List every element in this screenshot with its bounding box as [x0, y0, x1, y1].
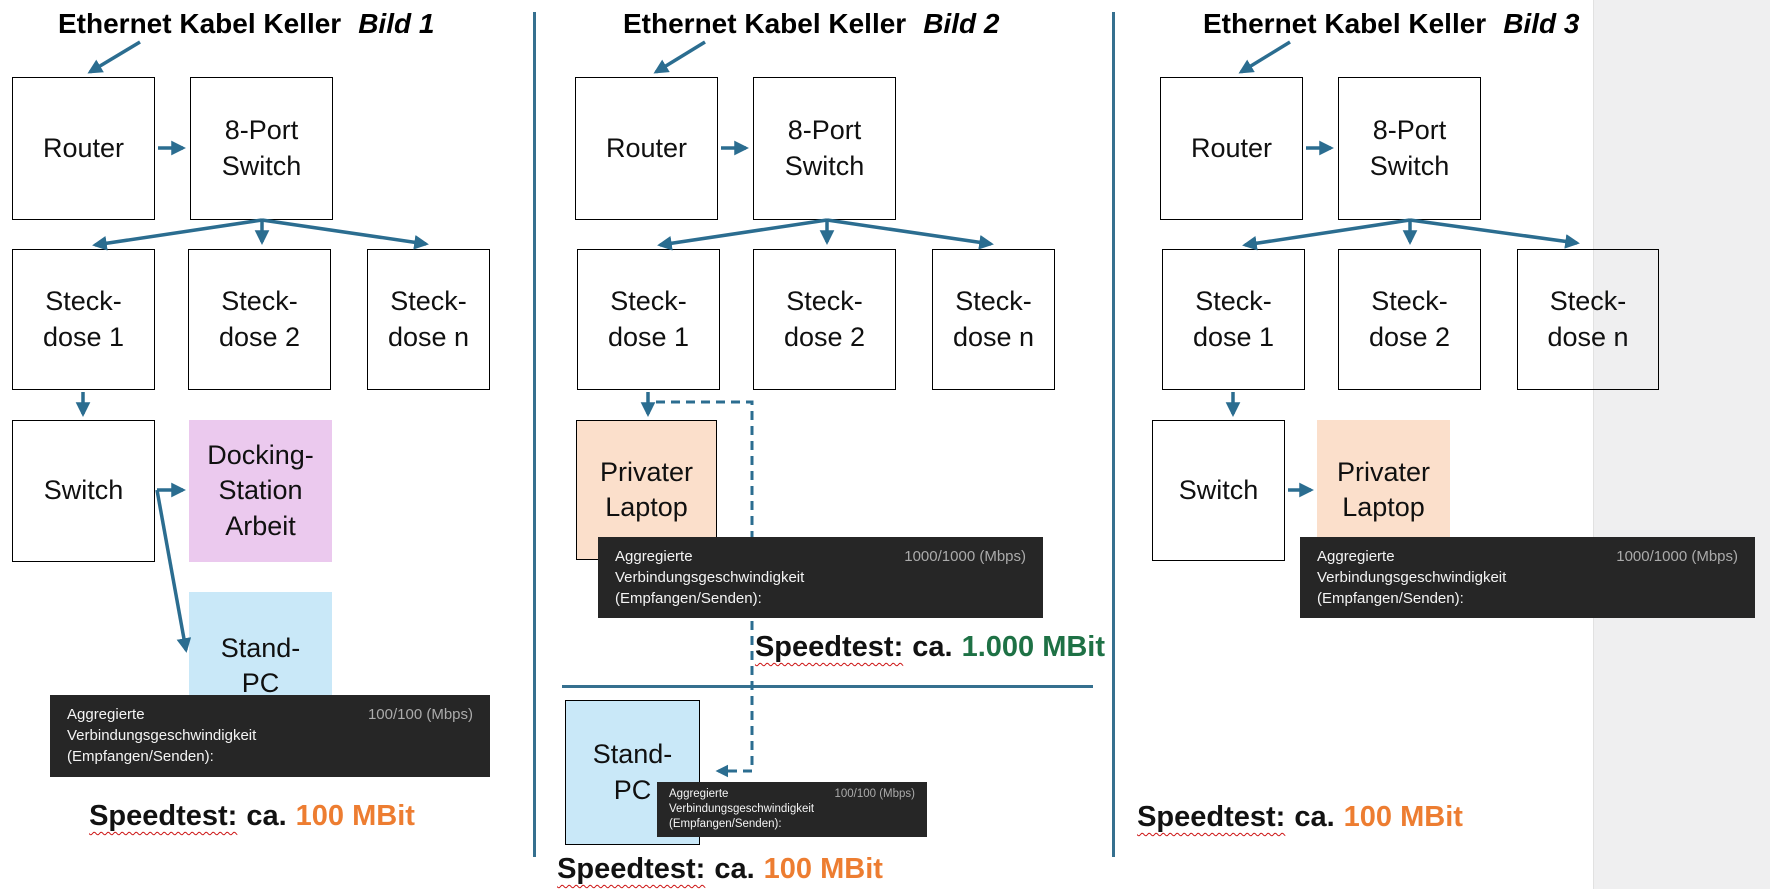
- p2-tooltip-top-value: 1000/1000 (Mbps): [904, 548, 1026, 565]
- panel3-bild-label: Bild 3: [1503, 8, 1580, 39]
- p2-speedtest-top-value: 1.000 MBit: [961, 631, 1106, 663]
- panel1-title-text: Ethernet Kabel Keller: [58, 8, 342, 39]
- p1-steckdose2-box: Steck- dose 2: [188, 249, 331, 390]
- panel-divider-2: [1112, 12, 1115, 857]
- panel3-title: Ethernet Kabel Keller Bild 3: [1203, 8, 1579, 40]
- p1-title-arrow: [87, 40, 141, 74]
- p3-steckdose-n-box: Steck- dose n: [1517, 249, 1659, 390]
- p1-network-speed-tooltip: Aggregierte Verbindungsgeschwindigkeit (…: [50, 695, 490, 777]
- p1-speedtest-word: Speedtest:: [89, 800, 238, 832]
- panel1-title: Ethernet Kabel Keller Bild 1: [58, 8, 434, 40]
- p1-tooltip-value: 100/100 (Mbps): [367, 706, 473, 723]
- p3-steckdose2-box: Steck- dose 2: [1338, 249, 1481, 390]
- p1-steckdose-n-box: Steck- dose n: [367, 249, 490, 390]
- p1-speedtest-line: Speedtest:ca.100 MBit: [42, 800, 462, 833]
- p1-steckdose1-box: Steck- dose 1: [12, 249, 155, 390]
- panel2-bild-label: Bild 2: [923, 8, 1000, 39]
- p2-tooltip-bottom-value: 100/100 (Mbps): [834, 788, 915, 800]
- p1-switch8-to-steck1-arrow: [92, 218, 263, 251]
- p3-speedtest-line: Speedtest:ca.100 MBit: [1098, 801, 1502, 834]
- p2-speedtest-bottom-word: Speedtest:: [557, 853, 706, 885]
- p3-speedtest-ca: ca.: [1294, 801, 1335, 833]
- p2-steckdose-n-box: Steck- dose n: [932, 249, 1055, 390]
- panel2-title-text: Ethernet Kabel Keller: [623, 8, 907, 39]
- p3-privater-laptop-box: Privater Laptop: [1317, 420, 1450, 560]
- p3-steckdose1-box: Steck- dose 1: [1162, 249, 1305, 390]
- panel-divider-1: [533, 12, 536, 857]
- p2-title-arrow: [653, 40, 706, 74]
- p3-network-speed-tooltip: Aggregierte Verbindungsgeschwindigkeit (…: [1300, 537, 1755, 618]
- p3-switch-box: Switch: [1152, 420, 1285, 561]
- p2-switch8-to-steckn-arrow: [826, 218, 994, 250]
- panel2-title: Ethernet Kabel Keller Bild 2: [623, 8, 999, 40]
- p2-speedtest-line-bottom: Speedtest:ca.100 MBit: [518, 853, 922, 886]
- p2-router-box: Router: [575, 77, 718, 220]
- p3-tooltip-label: Aggregierte Verbindungsgeschwindigkeit (…: [1317, 548, 1507, 607]
- p3-router-box: Router: [1160, 77, 1303, 220]
- p1-switch-to-standpc-arrow: [155, 489, 192, 653]
- p3-tooltip-value: 1000/1000 (Mbps): [1616, 548, 1738, 565]
- p3-speedtest-word: Speedtest:: [1137, 801, 1286, 833]
- p1-speedtest-ca: ca.: [246, 800, 287, 832]
- p2-speedtest-bottom-value: 100 MBit: [763, 853, 883, 885]
- p2-speedtest-bottom-ca: ca.: [714, 853, 755, 885]
- p1-tooltip-label: Aggregierte Verbindungsgeschwindigkeit (…: [67, 706, 257, 765]
- p3-speedtest-value: 100 MBit: [1343, 801, 1463, 833]
- p2-speedtest-top-ca: ca.: [912, 631, 953, 663]
- p1-switch8-box: 8-Port Switch: [190, 77, 333, 220]
- p2-network-speed-tooltip-bottom: Aggregierte Verbindungsgeschwindigkeit (…: [657, 782, 927, 837]
- p3-switch8-to-steck1-arrow: [1242, 218, 1411, 251]
- p2-network-speed-tooltip-top: Aggregierte Verbindungsgeschwindigkeit (…: [598, 537, 1043, 618]
- p2-switch8-box: 8-Port Switch: [753, 77, 896, 220]
- panel2-horizontal-rule: [562, 685, 1093, 688]
- p2-tooltip-top-label: Aggregierte Verbindungsgeschwindigkeit (…: [615, 548, 805, 607]
- panel1-bild-label: Bild 1: [358, 8, 435, 39]
- p2-switch8-to-steck1-arrow: [657, 218, 828, 251]
- p1-docking-station-box: Docking- Station Arbeit: [189, 420, 332, 562]
- p2-steckdose2-box: Steck- dose 2: [753, 249, 896, 390]
- p2-speedtest-top-word: Speedtest:: [754, 631, 904, 663]
- p1-switch-box: Switch: [12, 420, 155, 562]
- p1-router-box: Router: [12, 77, 155, 220]
- p3-switch8-box: 8-Port Switch: [1338, 77, 1481, 220]
- p3-switch8-to-steckn-arrow: [1409, 218, 1580, 249]
- p1-speedtest-value: 100 MBit: [295, 800, 415, 832]
- p3-title-arrow: [1238, 40, 1291, 74]
- panel3-title-text: Ethernet Kabel Keller: [1203, 8, 1487, 39]
- p2-tooltip-bottom-label: Aggregierte Verbindungsgeschwindigkeit (…: [669, 788, 815, 830]
- p2-speedtest-line-top: Speedtest:ca.1.000 MBit: [728, 631, 1132, 664]
- p1-switch8-to-steckn-arrow: [261, 218, 429, 250]
- gray-right-strip: [1593, 0, 1770, 889]
- p2-steckdose1-box: Steck- dose 1: [577, 249, 720, 390]
